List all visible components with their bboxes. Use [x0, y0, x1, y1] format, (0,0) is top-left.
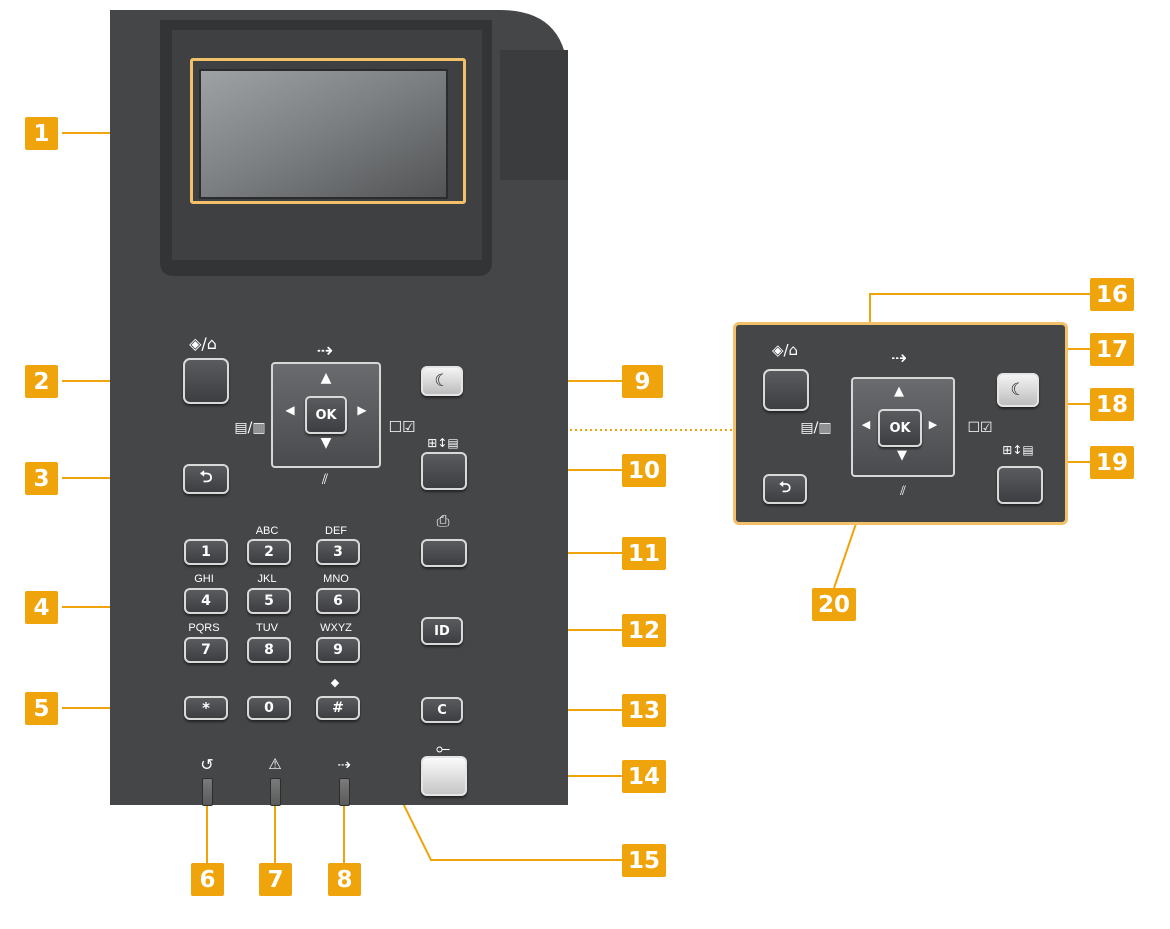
up-arrow-icon[interactable]: ▲ — [320, 370, 332, 386]
key-6[interactable]: 6 — [316, 588, 360, 614]
start-button[interactable] — [421, 756, 467, 796]
callout-20: 20 — [812, 588, 856, 621]
callout-19: 19 — [1090, 446, 1134, 479]
callout-4: 4 — [25, 591, 58, 624]
inset-dpad-left-symbol: ▤/▥ — [800, 420, 832, 436]
key-2[interactable]: 2 — [247, 539, 291, 565]
inset-ok-button[interactable]: OK — [878, 409, 922, 447]
dpad-top-symbol: ⇢ — [316, 338, 334, 362]
key-7-letters: PQRS — [188, 622, 220, 634]
key-1[interactable]: 1 — [184, 539, 228, 565]
inset-down-arrow-icon[interactable]: ▼ — [897, 448, 907, 463]
callout-1: 1 — [25, 117, 58, 150]
error-indicator-led — [270, 778, 281, 806]
callout-14: 14 — [622, 760, 666, 793]
data-indicator-icon: ⇢ — [337, 755, 351, 774]
data-indicator-led — [339, 778, 350, 806]
inset-energy-saver-button[interactable]: ☾ — [997, 373, 1039, 407]
callout-6: 6 — [191, 863, 224, 896]
callout-9: 9 — [622, 365, 663, 398]
dpad-right-symbol: ☐☑ — [388, 418, 416, 436]
inset-up-arrow-icon[interactable]: ▲ — [894, 384, 904, 399]
key-9-letters: WXYZ — [320, 622, 352, 634]
callout-18: 18 — [1090, 388, 1134, 421]
inset-home-button[interactable] — [763, 369, 809, 411]
key-3-letters: DEF — [325, 525, 347, 537]
clear-button[interactable]: C — [421, 697, 463, 723]
inset-right-arrow-icon[interactable]: ▶ — [928, 418, 938, 431]
key-5-letters: JKL — [257, 573, 277, 585]
start-symbol-icon: ⟜ — [435, 738, 451, 759]
id-card-copy-button[interactable] — [421, 539, 467, 567]
hash-diamond-icon: ◆ — [330, 676, 340, 689]
callout-11: 11 — [622, 537, 666, 570]
back-icon: ⮌ — [199, 466, 213, 486]
inset-home-settings-icon: ◈/⌂ — [771, 341, 799, 359]
callout-8: 8 — [328, 863, 361, 896]
copy-icon: ⎙ — [436, 511, 450, 530]
key-9[interactable]: 9 — [316, 637, 360, 663]
inset-dpad-right-symbol: ☐☑ — [967, 420, 993, 436]
callout-2: 2 — [25, 365, 58, 398]
right-arrow-icon[interactable]: ▶ — [357, 403, 367, 417]
energy-saver-button[interactable]: ☾ — [421, 366, 463, 396]
key-5[interactable]: 5 — [247, 588, 291, 614]
callout-5: 5 — [25, 692, 58, 725]
callout-10: 10 — [622, 454, 666, 487]
display-toggle-button[interactable] — [421, 452, 467, 490]
id-button[interactable]: ID — [421, 617, 463, 645]
key-7[interactable]: 7 — [184, 637, 228, 663]
back-button[interactable]: ⮌ — [183, 464, 229, 494]
callout-16: 16 — [1090, 278, 1134, 311]
key-6-letters: MNO — [323, 573, 349, 585]
key-star[interactable]: * — [184, 696, 228, 720]
home-settings-icon: ◈/⌂ — [189, 334, 217, 353]
key-hash[interactable]: # — [316, 696, 360, 720]
key-0[interactable]: 0 — [247, 696, 291, 720]
power-indicator-led — [202, 778, 213, 806]
ok-button[interactable]: OK — [305, 396, 347, 434]
inset-back-button[interactable]: ⮌ — [763, 474, 807, 504]
callout-12: 12 — [622, 614, 666, 647]
callout-13: 13 — [622, 694, 666, 727]
left-arrow-icon[interactable]: ◀ — [285, 403, 295, 417]
moon-icon: ☾ — [434, 371, 450, 391]
callout-17: 17 — [1090, 333, 1134, 366]
inset-back-icon: ⮌ — [778, 477, 791, 496]
display-toggle-icon: ⊞↕▤ — [427, 436, 459, 450]
callout-7: 7 — [259, 863, 292, 896]
error-indicator-icon: ⚠ — [268, 755, 282, 773]
key-4[interactable]: 4 — [184, 588, 228, 614]
key-3[interactable]: 3 — [316, 539, 360, 565]
key-2-letters: ABC — [255, 525, 279, 537]
down-arrow-icon[interactable]: ▼ — [320, 435, 332, 451]
inset-display-toggle-button[interactable] — [997, 466, 1043, 504]
power-indicator-icon: ↺ — [200, 755, 214, 774]
dpad-left-symbol: ▤/▥ — [234, 420, 266, 436]
inset-left-arrow-icon[interactable]: ◀ — [861, 418, 871, 431]
dpad-bottom-symbol: ⫽ — [321, 472, 329, 488]
callout-15: 15 — [622, 844, 666, 877]
inset-moon-icon: ☾ — [1010, 380, 1026, 400]
key-8[interactable]: 8 — [247, 637, 291, 663]
inset-dpad-top-symbol: ⇢ — [891, 347, 907, 369]
inset-display-toggle-icon: ⊞↕▤ — [1002, 443, 1034, 457]
callout-3: 3 — [25, 462, 58, 495]
lcd-display — [190, 58, 466, 204]
home-button[interactable] — [183, 358, 229, 404]
inset-dpad-bottom-symbol: ⫽ — [900, 484, 906, 499]
key-8-letters: TUV — [256, 622, 278, 634]
key-4-letters: GHI — [194, 573, 214, 585]
